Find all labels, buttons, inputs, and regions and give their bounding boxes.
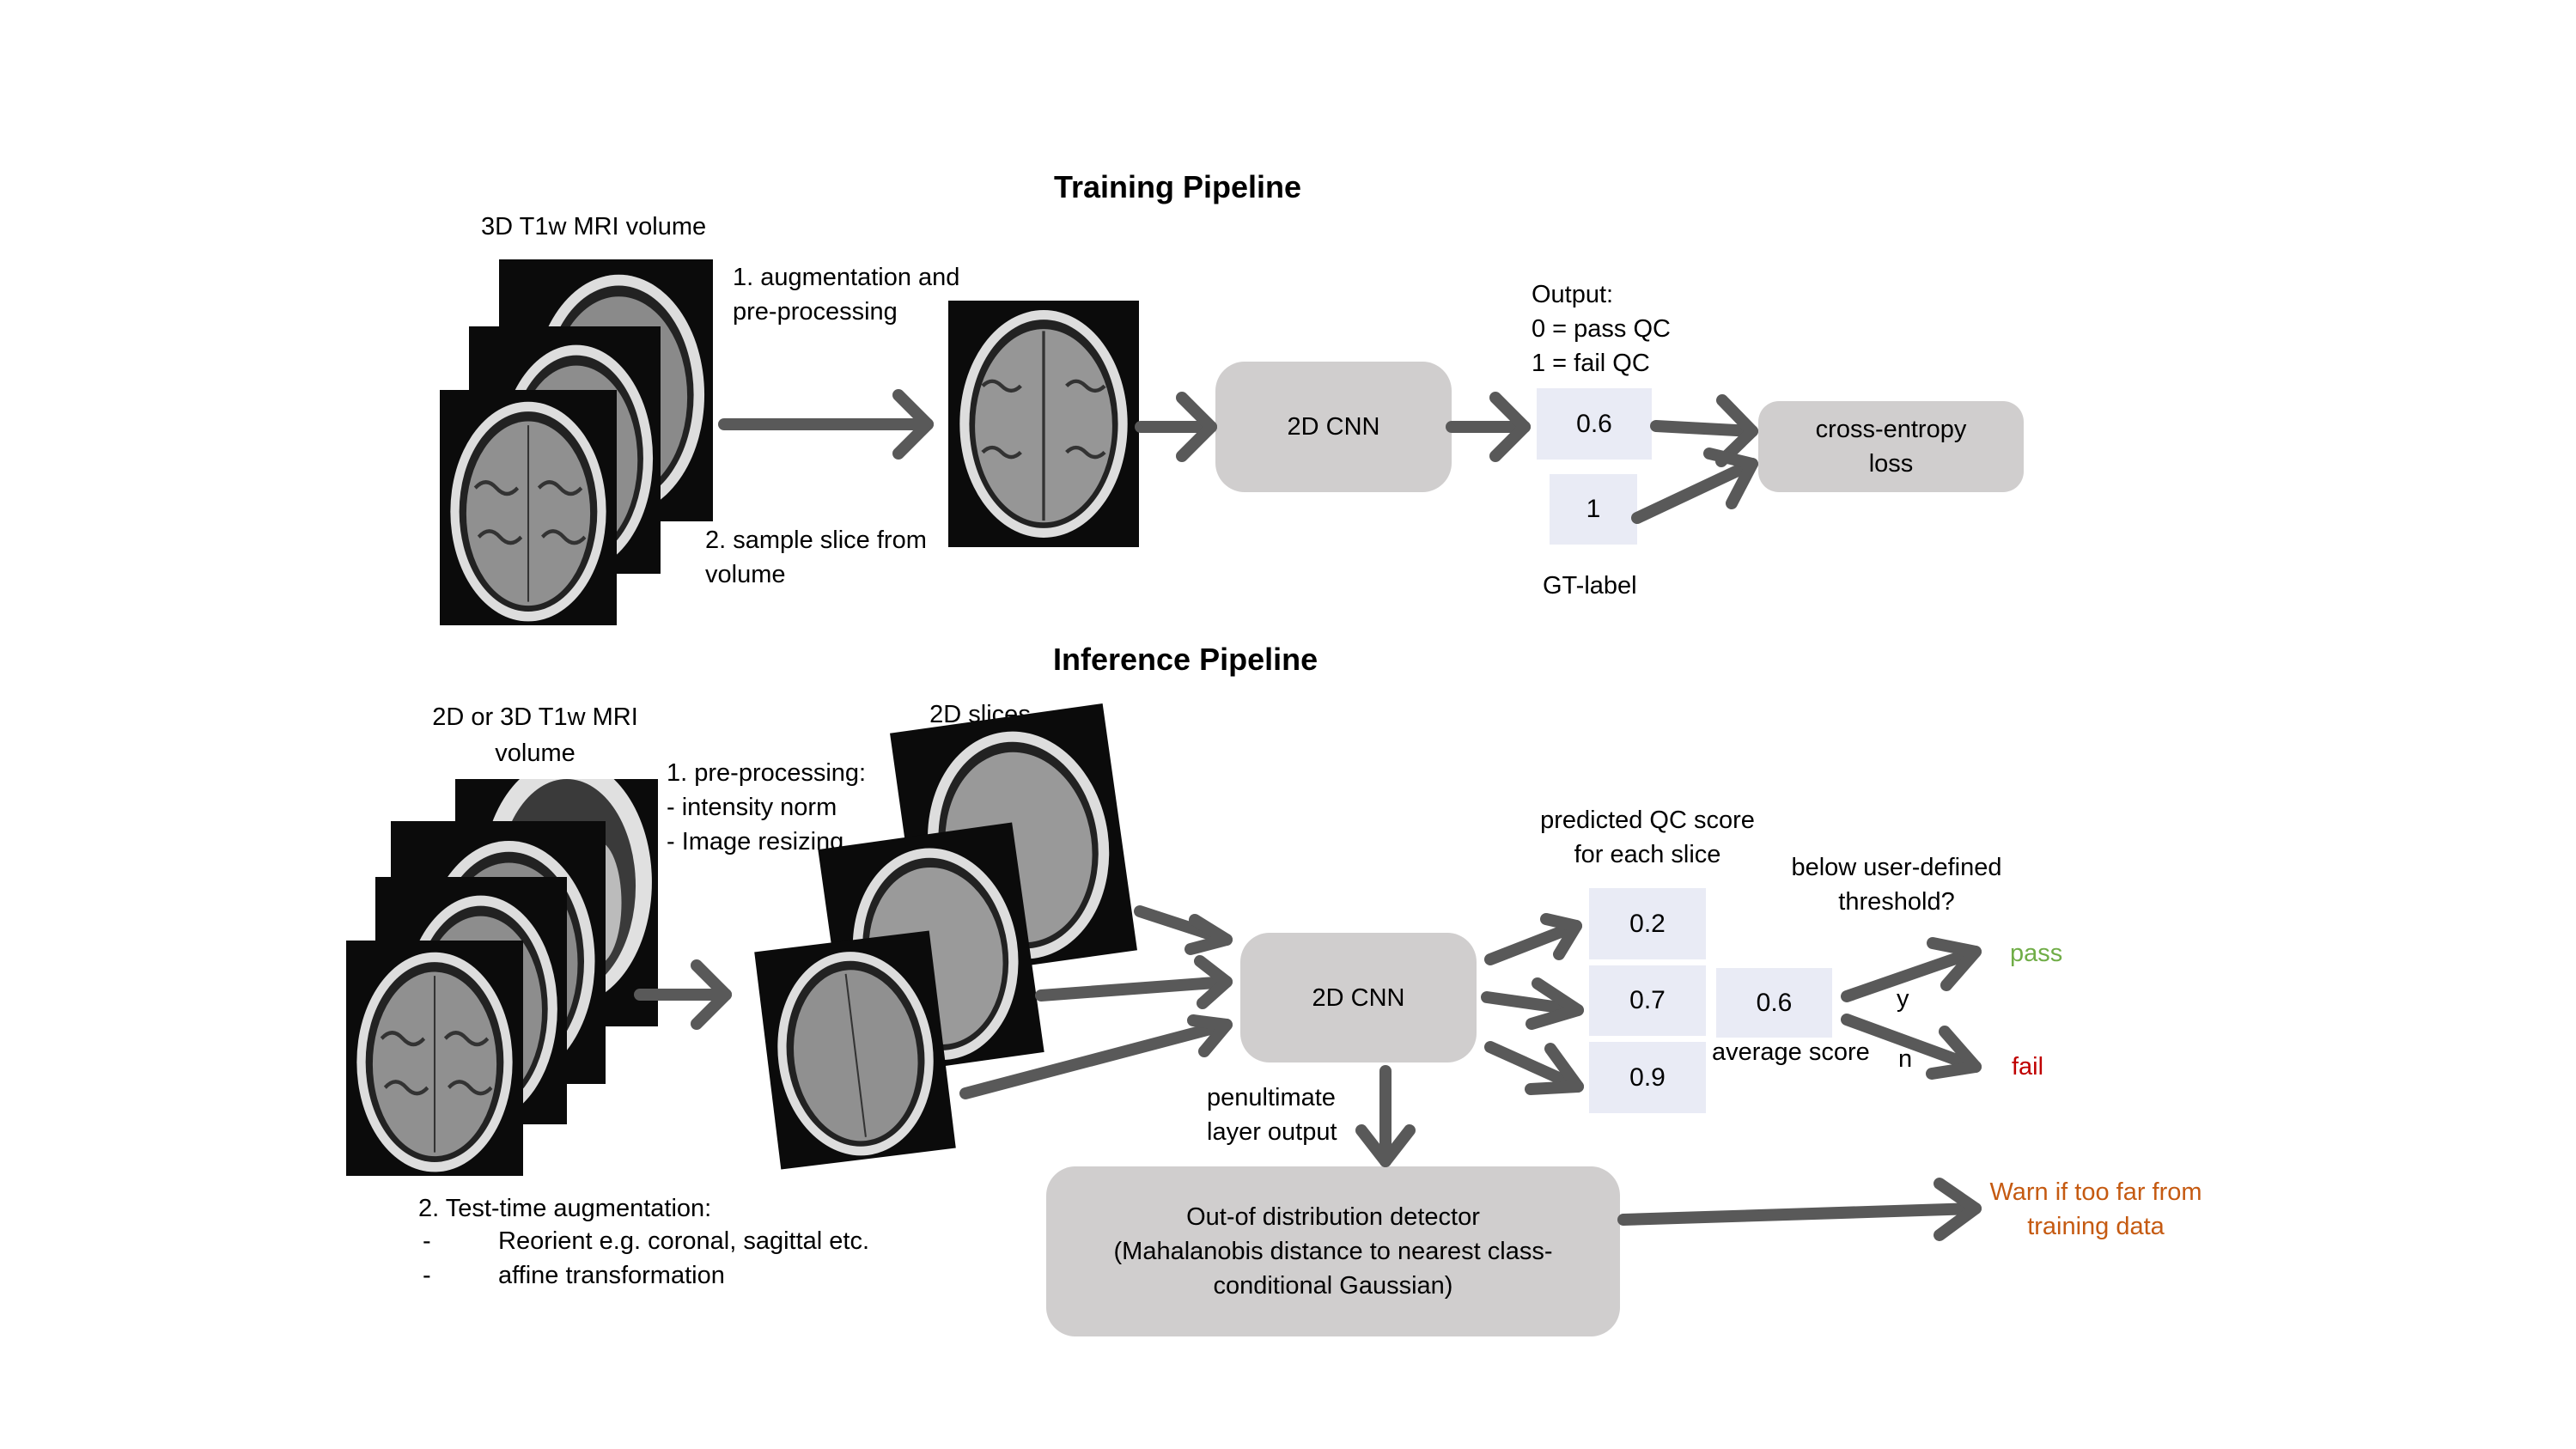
arrow-slice2-to-cnn bbox=[1035, 955, 1233, 1009]
training-input-label: 3D T1w MRI volume bbox=[481, 213, 707, 240]
warn-label-line2: training data bbox=[2027, 1213, 2165, 1240]
tta-item-reorient: Reorient e.g. coronal, sagittal etc. bbox=[498, 1227, 870, 1255]
inference-input-label-line2: volume bbox=[495, 740, 575, 767]
preprocessing-item-resizing: - Image resizing bbox=[667, 828, 844, 855]
training-cnn-label: 2D CNN bbox=[1287, 413, 1380, 441]
pass-result: pass bbox=[2010, 940, 2063, 967]
arrow-cnn-to-score1 bbox=[1484, 913, 1582, 965]
training-step2-line1: 2. sample slice from bbox=[705, 527, 927, 554]
mri-slice-image bbox=[440, 390, 617, 625]
arrow-volume-to-slice bbox=[718, 389, 934, 460]
arrow-cnn-to-score3 bbox=[1484, 1041, 1584, 1095]
slice-score-box: 0.2 bbox=[1589, 888, 1706, 959]
tta-heading: 2. Test-time augmentation: bbox=[418, 1195, 712, 1222]
ood-label-line1: Out-of distribution detector bbox=[1186, 1203, 1480, 1231]
average-score-label: average score bbox=[1712, 1038, 1870, 1066]
sampled-slice-image bbox=[948, 301, 1139, 547]
average-score-box: 0.6 bbox=[1716, 968, 1832, 1038]
average-score-value: 0.6 bbox=[1756, 988, 1793, 1017]
loss-label-line2: loss bbox=[1868, 450, 1914, 478]
arrow-slice1-to-cnn bbox=[1134, 905, 1233, 955]
threshold-label-line1: below user-defined bbox=[1791, 854, 2002, 881]
inference-pipeline-title: Inference Pipeline bbox=[1053, 642, 1318, 677]
slice-score-value: 0.7 bbox=[1629, 986, 1666, 1014]
slice-score-value: 0.9 bbox=[1629, 1062, 1666, 1092]
gt-label-box: 1 bbox=[1550, 474, 1637, 545]
slice-score-value: 0.2 bbox=[1629, 909, 1666, 938]
tta-bullet: - bbox=[423, 1227, 431, 1255]
penultimate-label-line1: penultimate bbox=[1207, 1084, 1336, 1111]
ood-label-line3: conditional Gaussian) bbox=[1213, 1272, 1453, 1300]
output-legend-pass: 0 = pass QC bbox=[1532, 315, 1671, 343]
training-step1-line2: pre-processing bbox=[733, 298, 898, 326]
slice-image bbox=[754, 930, 956, 1170]
slice-score-box: 0.7 bbox=[1589, 965, 1706, 1036]
gt-label-caption: GT-label bbox=[1543, 572, 1637, 600]
training-prediction-box: 0.6 bbox=[1537, 388, 1652, 460]
slice-score-box: 0.9 bbox=[1589, 1042, 1706, 1113]
training-cnn-box: 2D CNN bbox=[1215, 362, 1452, 492]
preprocessing-heading: 1. pre-processing: bbox=[667, 759, 867, 787]
loss-label-line1: cross-entropy bbox=[1815, 416, 1967, 443]
training-prediction-value: 0.6 bbox=[1576, 409, 1612, 438]
no-branch-label: n bbox=[1898, 1045, 1913, 1073]
cross-entropy-loss-box: cross-entropy loss bbox=[1758, 401, 2024, 492]
inference-input-label-line1: 2D or 3D T1w MRI bbox=[432, 703, 638, 731]
fail-result: fail bbox=[2012, 1053, 2044, 1081]
arrow-ood-to-warn bbox=[1617, 1178, 1982, 1241]
output-legend-title: Output: bbox=[1532, 281, 1614, 308]
tta-bullet: - bbox=[423, 1262, 431, 1289]
inference-cnn-label: 2D CNN bbox=[1312, 983, 1405, 1012]
arrow-cnn-to-prediction bbox=[1446, 392, 1531, 462]
arrow-prediction-to-loss bbox=[1650, 394, 1758, 467]
training-step2-line2: volume bbox=[705, 561, 786, 588]
arrow-average-to-pass bbox=[1841, 937, 1982, 1002]
arrow-cnn-to-ood bbox=[1355, 1065, 1416, 1167]
threshold-label-line2: threshold? bbox=[1838, 888, 1955, 916]
arrow-gt-to-loss bbox=[1631, 447, 1758, 524]
arrow-cnn-to-score2 bbox=[1481, 977, 1584, 1030]
warn-label-line1: Warn if too far from bbox=[1989, 1178, 2202, 1206]
scores-label-line1: predicted QC score bbox=[1540, 807, 1755, 834]
output-legend-fail: 1 = fail QC bbox=[1532, 350, 1650, 377]
yes-branch-label: y bbox=[1897, 985, 1909, 1013]
training-pipeline-title: Training Pipeline bbox=[1054, 169, 1302, 204]
training-step1-line1: 1. augmentation and bbox=[733, 264, 960, 291]
ood-label-line2: (Mahalanobis distance to nearest class- bbox=[1113, 1238, 1553, 1265]
scores-label-line2: for each slice bbox=[1574, 841, 1721, 868]
gt-label-value: 1 bbox=[1586, 495, 1601, 523]
mri-slice-image bbox=[346, 941, 523, 1176]
inference-cnn-box: 2D CNN bbox=[1240, 933, 1477, 1062]
preprocessing-item-intensity: - intensity norm bbox=[667, 794, 837, 821]
tta-item-affine: affine transformation bbox=[498, 1262, 725, 1289]
penultimate-label-line2: layer output bbox=[1207, 1118, 1337, 1146]
ood-detector-box: Out-of distribution detector (Mahalanobi… bbox=[1046, 1166, 1620, 1336]
arrow-slice-to-cnn bbox=[1135, 392, 1217, 462]
